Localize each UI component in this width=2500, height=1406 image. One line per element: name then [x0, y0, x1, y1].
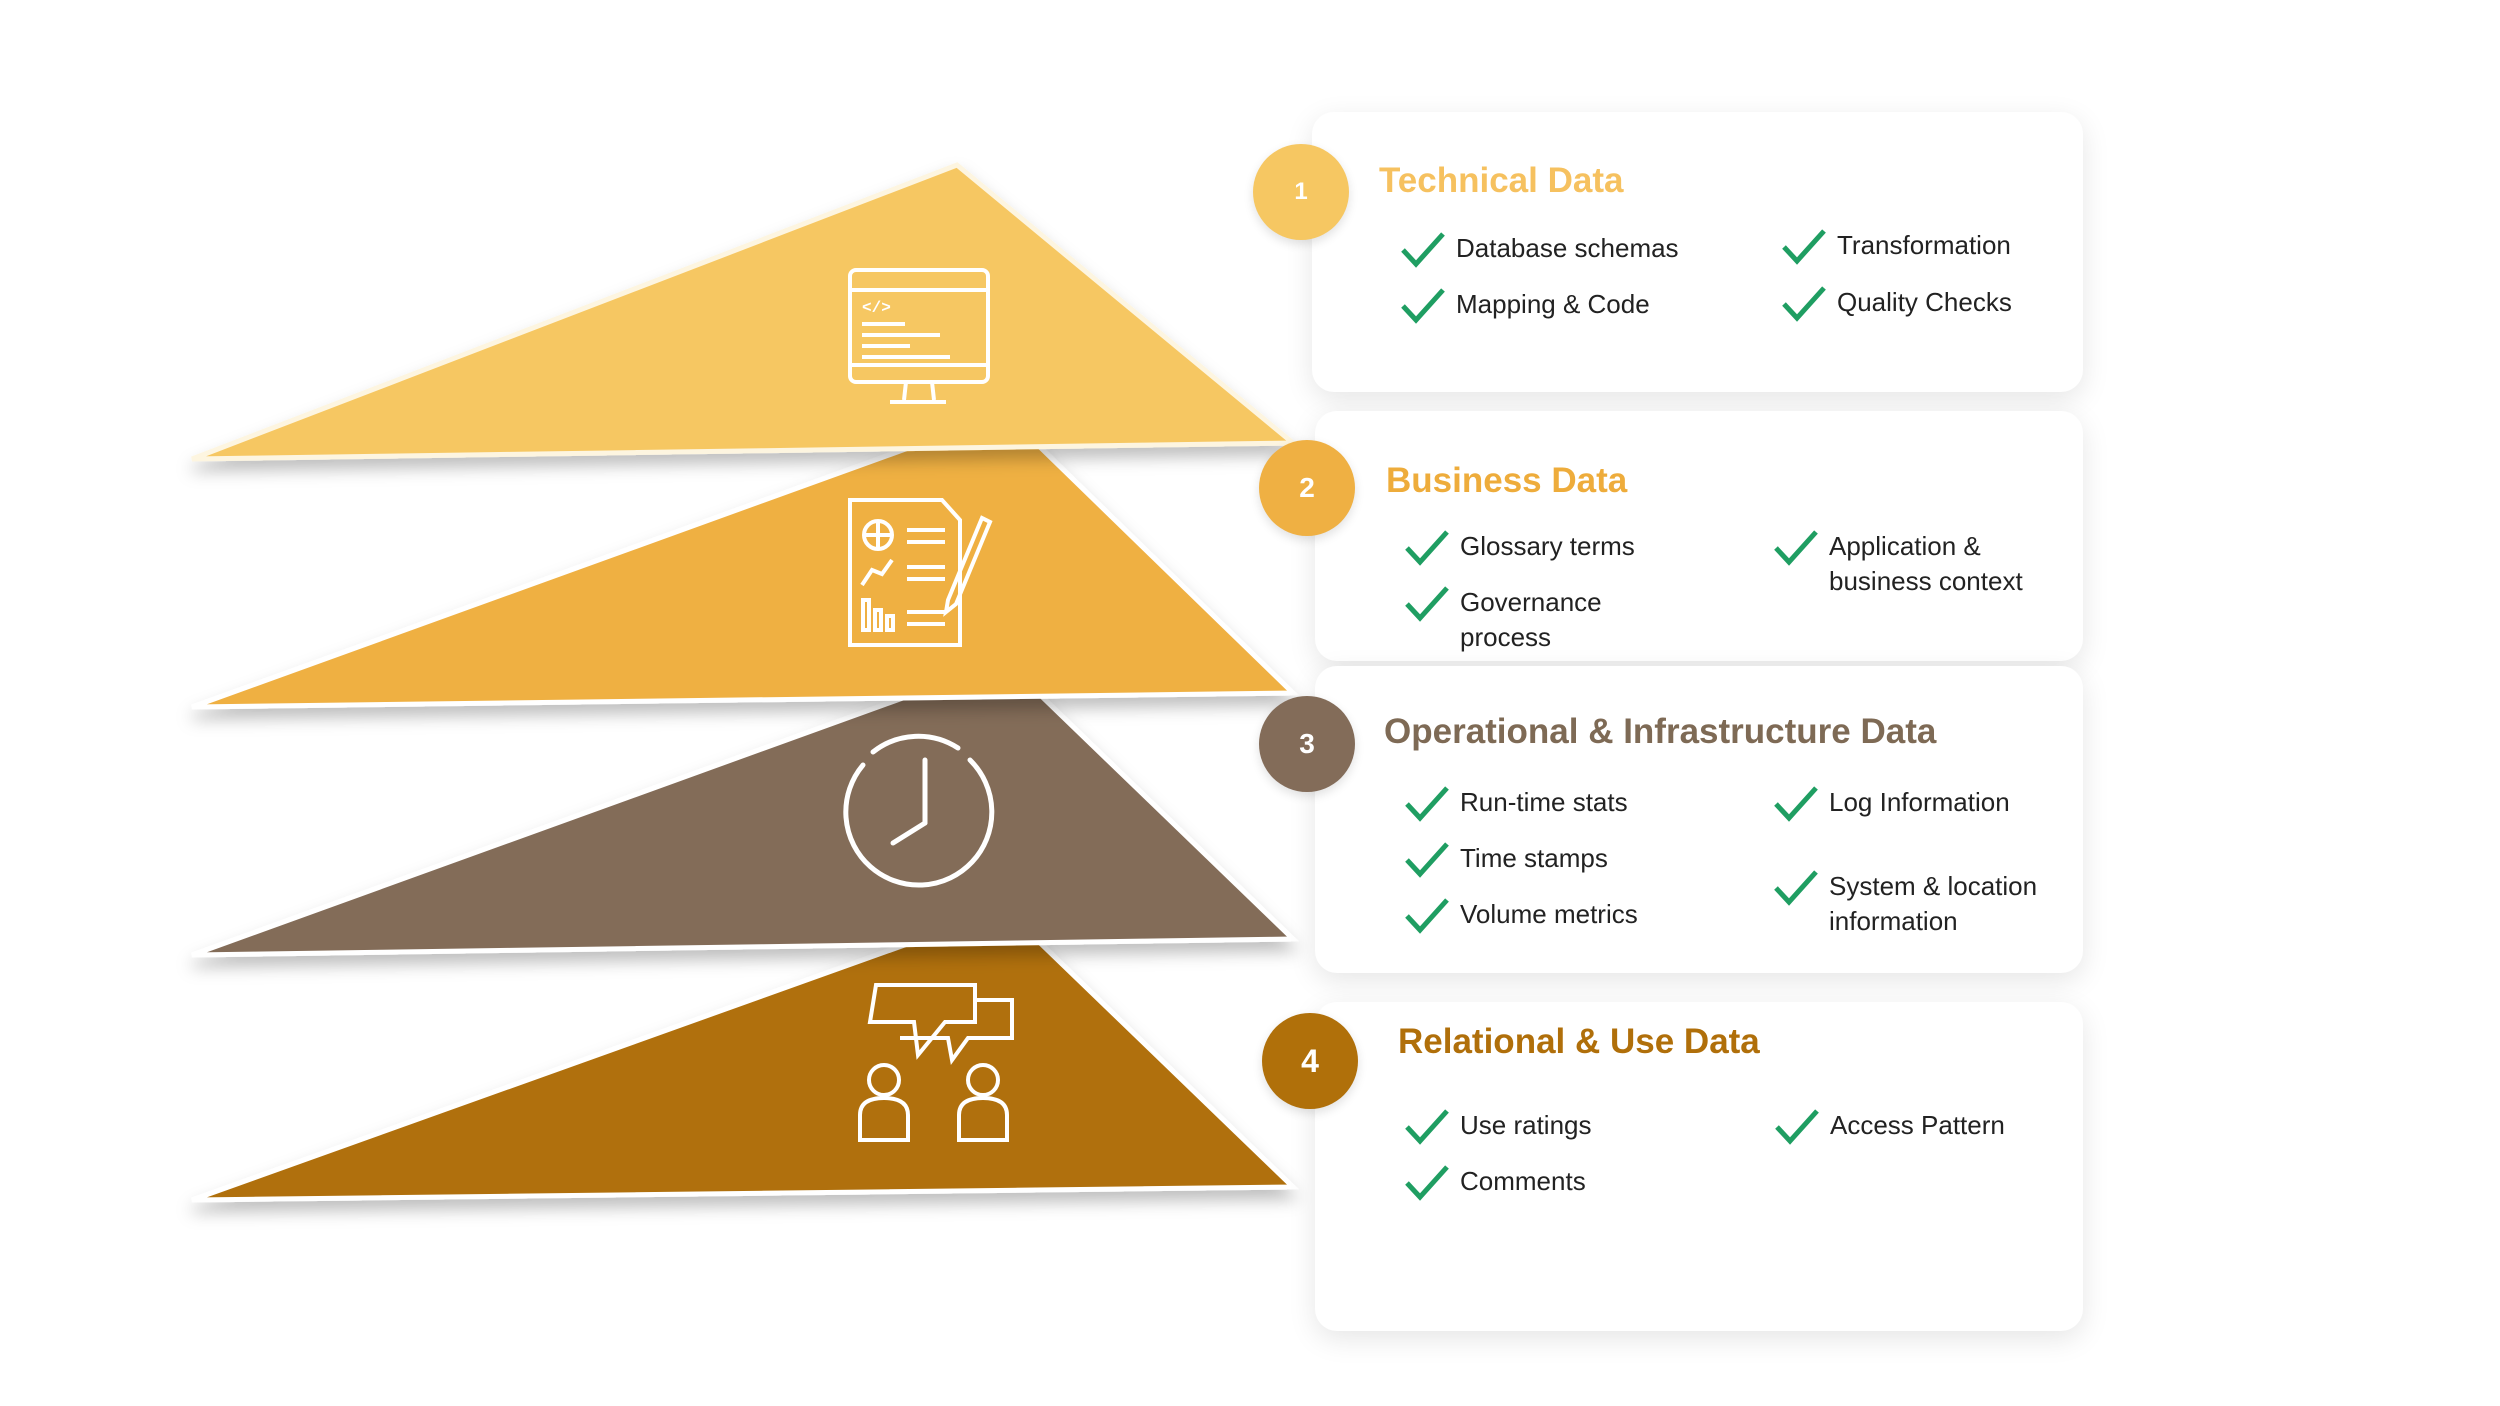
section-card-4	[1315, 1002, 2083, 1331]
step-badge-2: 2	[1259, 440, 1355, 536]
list-item: Quality Checks	[1837, 287, 2012, 317]
layer-4-triangle	[191, 906, 1300, 1203]
section-title-2: Business Data	[1386, 461, 1628, 500]
monitor-code-icon: </>	[848, 268, 990, 404]
list-item: Transformation	[1837, 230, 2011, 260]
list-item: Access Pattern	[1830, 1110, 2005, 1140]
list-item: Time stamps	[1460, 843, 1608, 873]
checkmark-icon	[1405, 898, 1449, 934]
checkmark-icon	[1405, 786, 1449, 822]
checkmark-icon	[1405, 1165, 1449, 1201]
list-item: System & location information	[1829, 871, 2038, 936]
layer-3-triangle	[191, 658, 1300, 958]
clock-icon	[843, 733, 995, 888]
list-item: Log Information	[1829, 787, 2010, 817]
list-item: Volume metrics	[1460, 899, 1638, 929]
checkmark-icon	[1405, 842, 1449, 878]
list-item: Use ratings	[1460, 1110, 1592, 1140]
layer-2-triangle	[191, 410, 1300, 710]
svg-text:</>: </>	[862, 299, 891, 317]
step-badge-1: 1	[1253, 144, 1349, 240]
step-badge-4: 4	[1262, 1013, 1358, 1109]
checkmark-icon	[1774, 870, 1818, 906]
section-title-3: Operational & Infrastructure Data	[1384, 712, 1937, 751]
checkmark-icon	[1774, 786, 1818, 822]
list-item: Comments	[1460, 1166, 1586, 1196]
list-item: Database schemas	[1456, 233, 1679, 263]
checkmark-icon	[1782, 286, 1826, 322]
list-item: Glossary terms	[1460, 531, 1635, 561]
section-card-1	[1312, 112, 2083, 392]
checkmark-icon	[1401, 232, 1445, 268]
checkmark-icon	[1401, 288, 1445, 324]
checkmark-icon	[1405, 530, 1449, 566]
section-card-3	[1315, 666, 2083, 973]
report-document-icon	[848, 498, 993, 647]
checkmark-icon	[1405, 1109, 1449, 1145]
section-title-4: Relational & Use Data	[1398, 1022, 1760, 1061]
step-badge-3: 3	[1259, 696, 1355, 792]
checkmark-icon	[1774, 530, 1818, 566]
people-chat-icon	[858, 983, 1014, 1142]
layer-1-triangle	[191, 162, 1300, 462]
checkmark-icon	[1775, 1109, 1819, 1145]
list-item: Run-time stats	[1460, 787, 1628, 817]
checkmark-icon	[1405, 586, 1449, 622]
checkmark-icon	[1782, 229, 1826, 265]
list-item: Mapping & Code	[1456, 289, 1650, 319]
list-item: Governance process	[1460, 587, 1602, 652]
section-title-1: Technical Data	[1379, 161, 1624, 200]
list-item: Application & business context	[1829, 531, 2023, 596]
